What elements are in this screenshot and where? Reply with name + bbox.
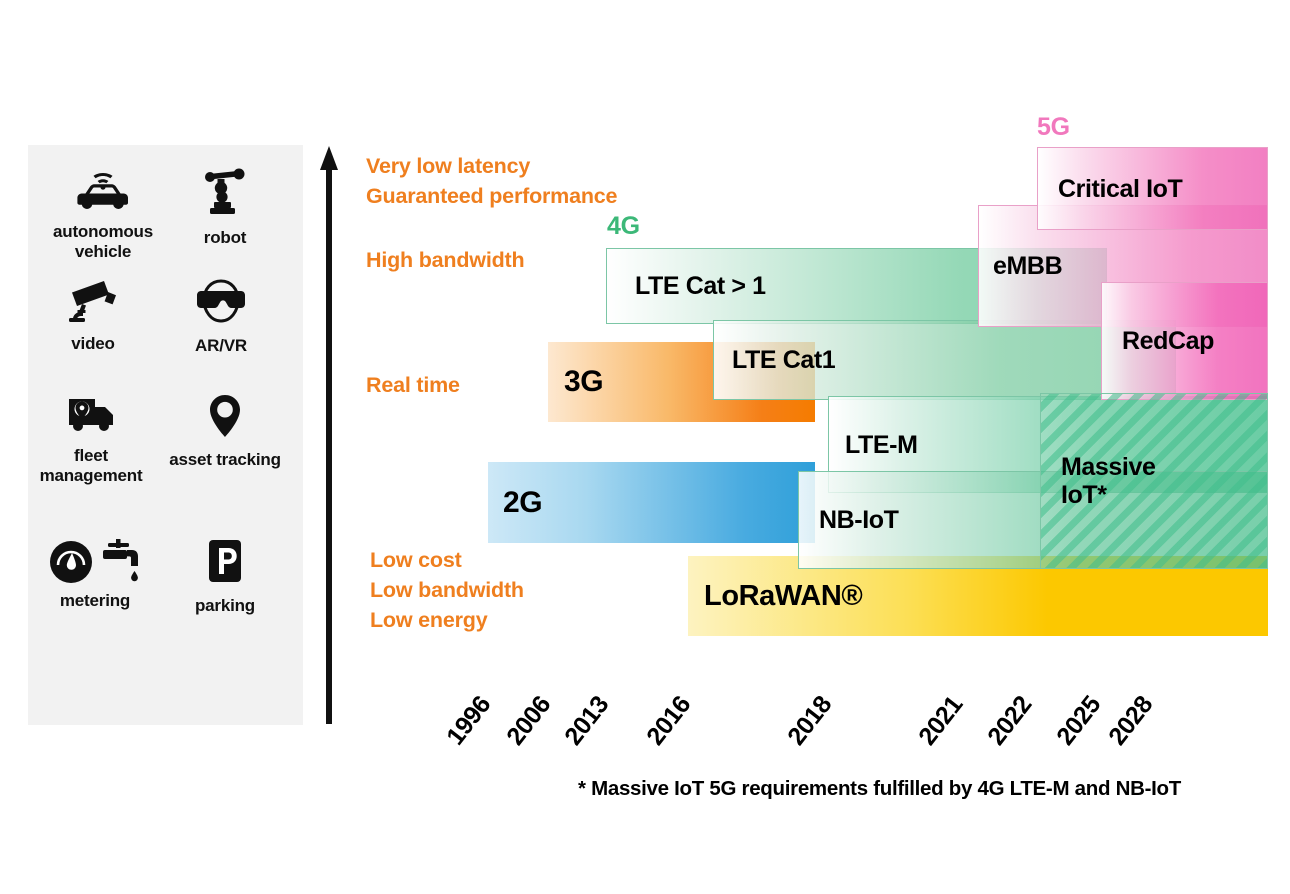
bar-label: LTE-M	[845, 430, 918, 459]
bar-label: 2G	[503, 485, 543, 519]
caption-high-bandwidth: High bandwidth	[366, 248, 525, 272]
use-case-icon-grid: autonomous vehicle robot	[28, 145, 303, 725]
use-case-label: autonomous vehicle	[53, 222, 153, 261]
bar-label: LTE Cat > 1	[635, 272, 766, 300]
x-tick-2025: 2025	[1051, 690, 1107, 751]
parking-sign-icon	[160, 537, 290, 590]
use-case-label: fleet management	[39, 446, 143, 485]
bar-label: Critical IoT	[1058, 174, 1183, 203]
use-case-label: metering	[59, 591, 131, 610]
use-case-autonomous-vehicle: autonomous vehicle	[38, 167, 168, 262]
meter-and-faucet-icon	[30, 537, 160, 585]
caption-very-low-latency: Very low latency Guaranteed performance	[366, 154, 618, 208]
x-tick-2022: 2022	[982, 690, 1038, 751]
use-case-asset-tracking: asset tracking	[160, 393, 290, 470]
use-case-label: asset tracking	[169, 450, 281, 469]
bar-label: LoRaWAN®	[704, 579, 863, 612]
robot-arm-icon	[160, 167, 290, 222]
map-pin-icon	[160, 393, 290, 444]
vr-headset-icon	[156, 277, 286, 330]
bar-label: NB-IoT	[819, 506, 899, 534]
use-case-label: video	[71, 334, 115, 353]
caption-low-cost: Low cost Low bandwidth Low energy	[370, 548, 524, 632]
use-case-sidebar: autonomous vehicle robot	[28, 145, 303, 725]
autonomous-vehicle-icon	[38, 167, 168, 216]
generation-tag-4g: 4G	[607, 212, 640, 240]
use-case-label: parking	[194, 596, 255, 615]
use-case-fleet-management: fleet management	[26, 393, 156, 486]
use-case-parking: parking	[160, 537, 290, 616]
generation-tag-5g: 5G	[1037, 113, 1070, 141]
fleet-truck-icon	[26, 393, 156, 440]
bar-2g[interactable]: 2G	[488, 462, 815, 543]
x-tick-1996: 1996	[441, 690, 497, 751]
use-case-robot: robot	[160, 167, 290, 248]
use-case-metering: metering	[30, 537, 160, 611]
bar-label: LTE Cat1	[732, 346, 836, 374]
use-case-label: AR/VR	[195, 336, 247, 355]
x-tick-2028: 2028	[1103, 690, 1159, 751]
cctv-camera-icon	[28, 277, 158, 328]
bar-label: 3G	[564, 365, 604, 399]
use-case-video: video	[28, 277, 158, 354]
bar-critical-iot[interactable]: Critical IoT	[1037, 147, 1268, 230]
x-tick-2016: 2016	[641, 690, 697, 751]
bar-redcap[interactable]: RedCap	[1101, 282, 1268, 400]
caption-real-time: Real time	[366, 373, 460, 397]
x-tick-2021: 2021	[913, 690, 969, 751]
bar-lorawan[interactable]: LoRaWAN®	[688, 556, 1268, 636]
use-case-arvr: AR/VR	[156, 277, 286, 356]
y-axis-arrow	[320, 146, 338, 724]
bar-label: RedCap	[1122, 327, 1215, 355]
footnote-text: * Massive IoT 5G requirements fulfilled …	[578, 777, 1181, 800]
bar-massive-iot[interactable]: Massive IoT*	[1040, 393, 1268, 569]
bar-label: Massive IoT*	[1061, 453, 1156, 509]
bar-label: eMBB	[993, 252, 1063, 280]
x-tick-2013: 2013	[559, 690, 615, 751]
x-tick-2018: 2018	[782, 690, 838, 751]
use-case-label: robot	[203, 228, 247, 247]
x-tick-2006: 2006	[501, 690, 557, 751]
